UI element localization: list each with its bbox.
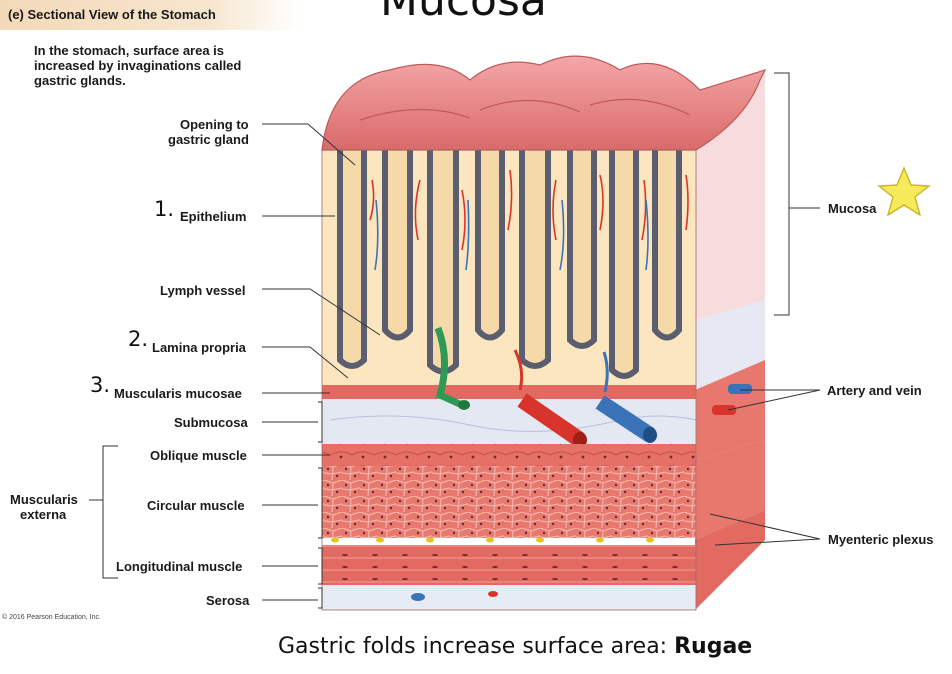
label-serosa: Serosa	[206, 593, 249, 608]
label-lymph-vessel: Lymph vessel	[160, 283, 246, 298]
serosa-layer	[322, 585, 696, 610]
label-submucosa: Submucosa	[174, 415, 248, 430]
caption: Gastric folds increase surface area: Rug…	[278, 634, 752, 659]
copyright: © 2016 Pearson Education, Inc.	[2, 614, 101, 621]
label-lamina-propria: Lamina propria	[152, 340, 246, 355]
star-icon	[879, 168, 929, 215]
label-opening-line1: Opening to	[180, 117, 249, 132]
label-muscularis-externa-line2: externa	[20, 507, 66, 522]
label-artery-and-vein: Artery and vein	[827, 383, 922, 398]
longitudinal-muscle-layer	[322, 545, 696, 585]
number-2: 2.	[128, 328, 148, 350]
circular-muscle-layer	[322, 466, 696, 538]
label-epithelium: Epithelium	[180, 209, 246, 224]
caption-bold: Rugae	[674, 634, 752, 659]
oblique-muscle-layer	[322, 444, 696, 466]
label-myenteric-plexus: Myenteric plexus	[828, 532, 934, 547]
label-muscularis-externa-line1: Muscularis	[10, 492, 78, 507]
mucosal-surface	[322, 56, 765, 150]
label-opening-line2: gastric gland	[168, 132, 249, 147]
label-circular-muscle: Circular muscle	[147, 498, 245, 513]
myenteric-plexus	[331, 538, 654, 543]
number-3: 3.	[90, 374, 110, 396]
label-longitudinal-muscle: Longitudinal muscle	[116, 559, 242, 574]
number-1: 1.	[154, 198, 174, 220]
label-oblique-muscle: Oblique muscle	[150, 448, 247, 463]
label-muscularis-mucosae: Muscularis mucosae	[114, 386, 242, 401]
lamina-propria-region	[322, 150, 696, 390]
label-mucosa: Mucosa	[828, 201, 876, 216]
muscularis-mucosae-layer	[322, 385, 696, 399]
caption-text: Gastric folds increase surface area:	[278, 634, 674, 659]
